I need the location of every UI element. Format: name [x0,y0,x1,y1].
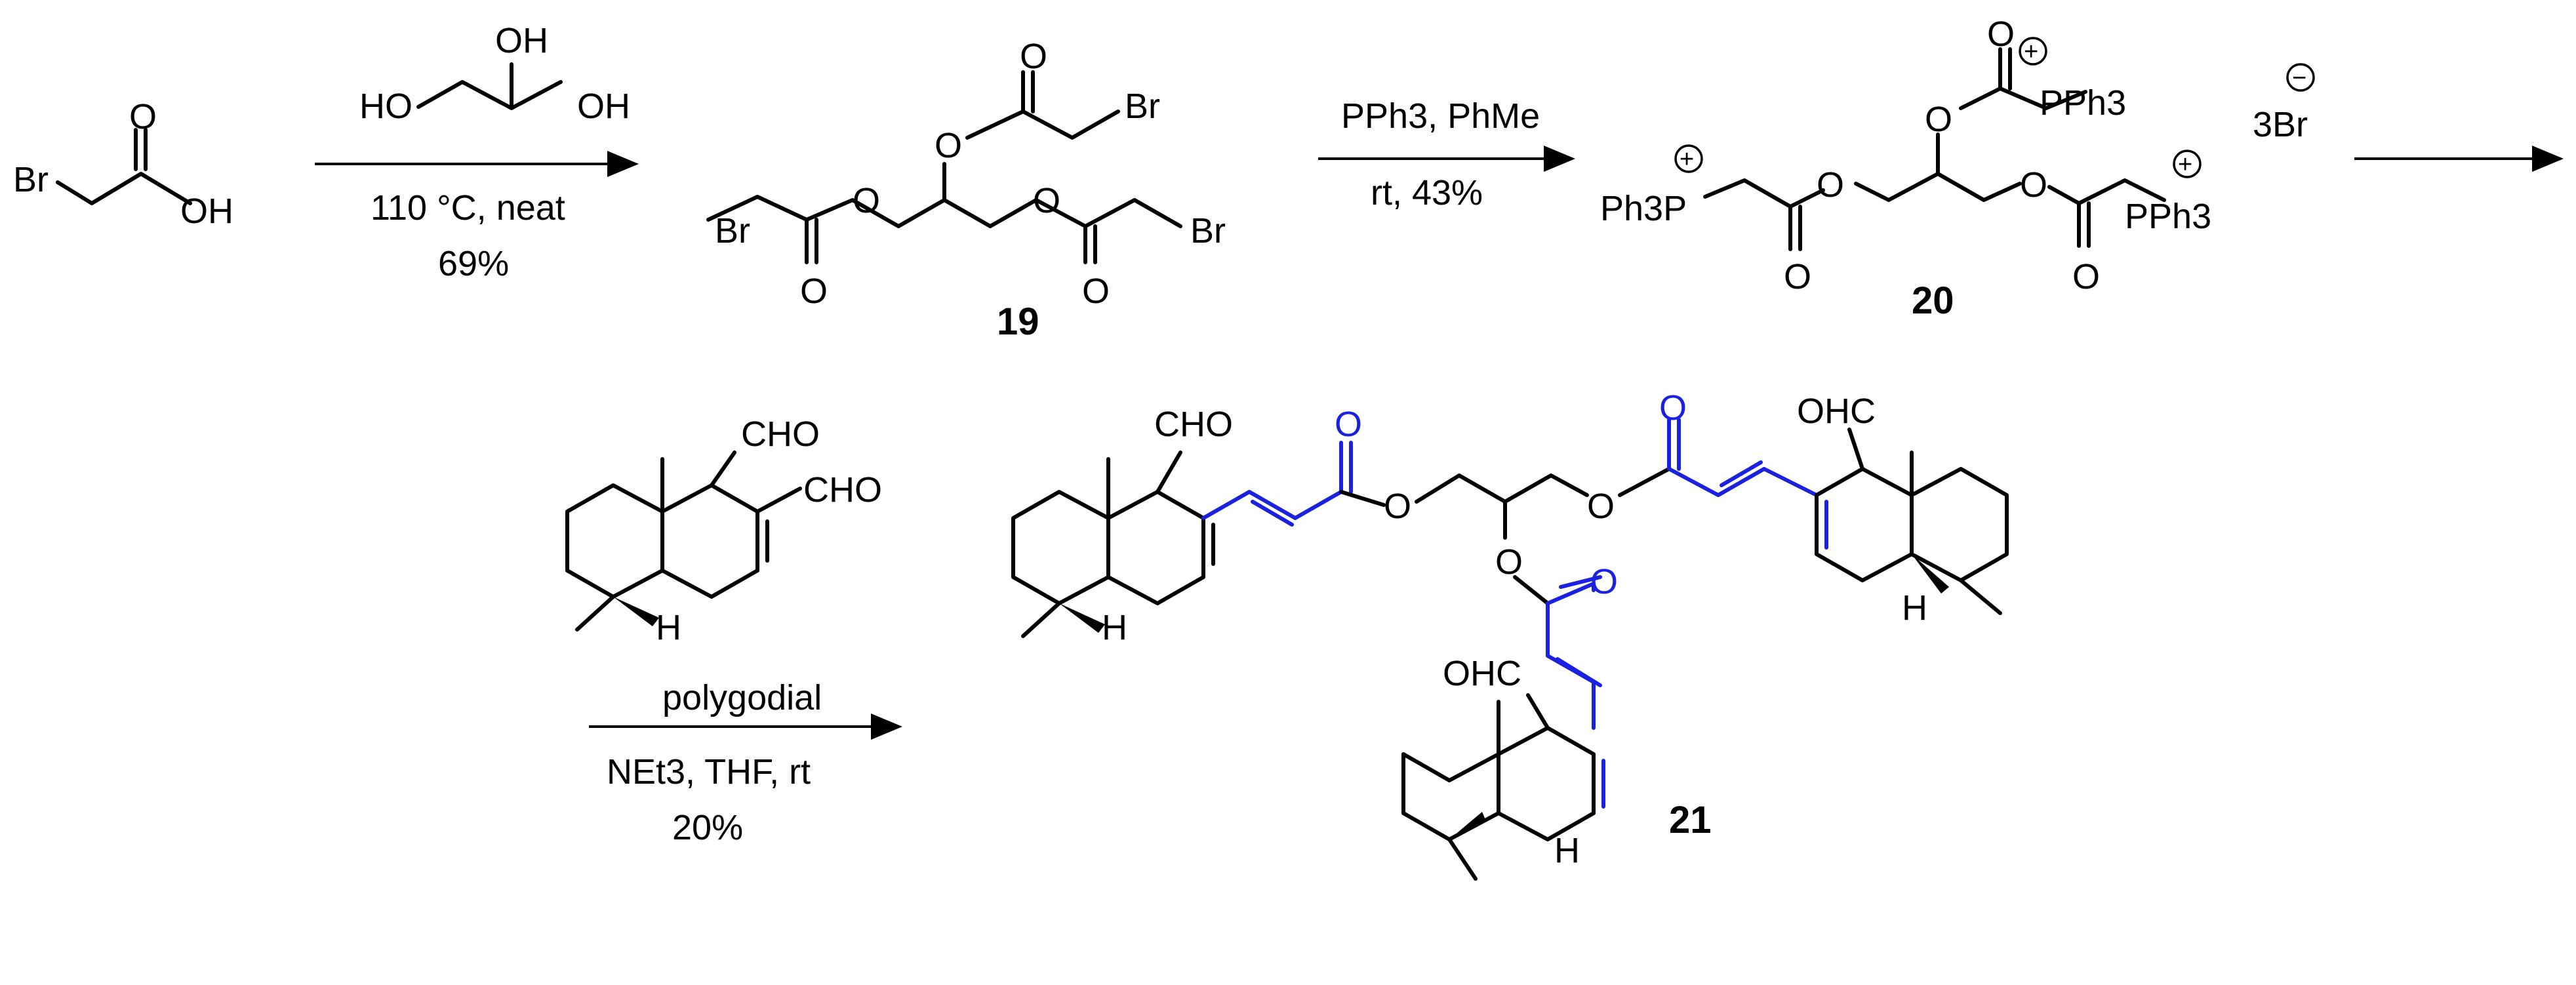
compound-19-label: 19 [997,300,1039,343]
o-label: O [1784,257,1811,296]
o-label: O [1335,405,1362,444]
step2-reagents-text: PPh3, PhMe [1341,96,1540,136]
br-label: Br [1125,87,1160,126]
ph3p-label: Ph3P [1600,189,1687,228]
counterion-label: 3Br [2253,105,2308,144]
svg-text:−: − [2292,64,2306,92]
h-label: H [1554,831,1580,870]
o-label: O [935,126,962,165]
br-label: Br [715,211,750,251]
ohc-label: OHC [1443,654,1521,693]
o-label: O [1590,562,1618,601]
svg-text:+: + [1680,146,1694,173]
o-label: O [2020,165,2047,205]
polygodial: CHO CHO H [565,414,882,647]
o-label: O [1587,487,1615,526]
o-label: O [1987,14,2015,54]
o-label: O [1659,388,1687,428]
step3-yield: 20% [672,808,743,847]
o-label: O [853,181,880,220]
h-label: H [1102,608,1127,647]
bromoacetic-acid: Br O OH [13,97,233,231]
o-label: O [1020,37,1047,76]
compound-21-label: 21 [1669,799,1712,841]
pph3-label: PPh3 [2040,83,2126,123]
o-label: O [1082,271,1110,311]
oh-label: OH [180,191,233,231]
br-label: Br [13,160,49,199]
ohc-label: OHC [1797,392,1876,431]
br-label: Br [1190,211,1226,251]
step2-reagents: PPh3, PhMe rt, 43% [1318,96,1575,212]
compound-20-label: 20 [1912,279,1954,322]
o-label: O [1033,181,1060,220]
step3-reagent-name: polygodial [662,678,822,717]
step3-reagents: polygodial NEt3, THF, rt 20% [589,678,902,847]
glycerol-ho-left: HO [359,87,413,126]
h-label: H [1902,588,1927,628]
pph3-label: PPh3 [2125,197,2211,236]
step3-conditions: NEt3, THF, rt [607,752,811,792]
o-label: O [1817,165,1844,205]
o-label: O [1495,542,1523,582]
glycerol-oh-top: OH [495,21,548,60]
step1-yield: 69% [438,244,509,283]
svg-text:+: + [2178,151,2192,178]
o-label: O [1384,487,1411,526]
o-label: O [129,97,157,136]
compound-20: Ph3P + O O O O PPh3 + O O PPh3 + − 3Br 2… [1600,14,2315,322]
compound-21: CHO H O O O O O OHC H O OHC H [1011,388,2009,881]
o-label: O [800,271,828,311]
step1-conditions: 110 °C, neat [371,188,565,228]
o-label: O [1925,100,1952,139]
h-label: H [656,608,681,647]
cho-label: CHO [1154,405,1233,444]
step1-reagents: OH HO OH 110 °C, neat 69% [315,21,639,283]
cho-label: CHO [803,470,882,510]
svg-text:+: + [2024,38,2038,66]
compound-19: Br O O O O Br O O Br 19 [706,37,1226,343]
o-label: O [2072,257,2100,296]
glycerol-oh-right: OH [577,87,630,126]
step2-conditions: rt, 43% [1371,173,1483,212]
cho-label: CHO [741,414,820,454]
